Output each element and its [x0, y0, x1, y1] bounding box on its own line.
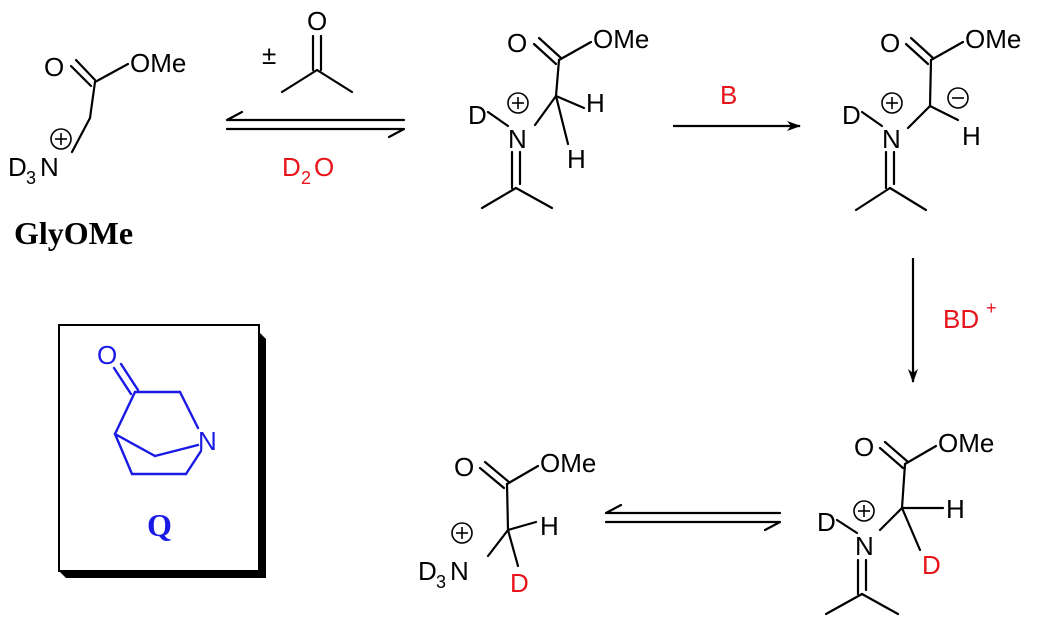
svg-text:D: D	[842, 100, 861, 130]
svg-text:H: H	[962, 121, 981, 151]
glyome-structure: O OMe D 3 N GlyOMe	[8, 48, 186, 251]
svg-text:D: D	[510, 568, 529, 598]
svg-text:D: D	[922, 550, 941, 580]
svg-text:O: O	[880, 28, 900, 58]
svg-text:2: 2	[301, 168, 311, 188]
svg-text:H: H	[946, 494, 965, 524]
svg-text:O: O	[507, 28, 527, 58]
compound-label-q: Q	[147, 507, 172, 543]
minus-charge	[947, 87, 969, 109]
svg-text:O: O	[454, 452, 474, 482]
svg-text:H: H	[567, 144, 586, 174]
atom-n: N	[40, 152, 59, 182]
svg-text:+: +	[986, 298, 997, 318]
deuterated-glyome-structure: O OMe H D D 3 N	[418, 448, 596, 598]
svg-text:N: N	[855, 531, 874, 561]
equilibrium-arrow-2	[604, 503, 782, 532]
ome-group: OMe	[540, 448, 596, 478]
svg-text:3: 3	[26, 168, 36, 188]
plus-minus-sign: ±	[262, 40, 276, 70]
equilibrium-arrow-1: ± O D 2 O	[225, 6, 406, 188]
svg-text:O: O	[307, 6, 327, 36]
svg-text:H: H	[586, 88, 605, 118]
svg-text:3: 3	[436, 572, 446, 592]
ome-group: OMe	[130, 48, 186, 78]
svg-text:O: O	[854, 432, 874, 462]
catalyst-q-box: O N Q	[58, 324, 266, 578]
acetone: O	[280, 6, 354, 94]
deuterated-iminium-structure: O OMe H D N D	[817, 428, 994, 616]
plus-charge	[507, 92, 529, 114]
ome-group: OMe	[965, 24, 1021, 54]
svg-text:H: H	[540, 511, 559, 541]
svg-text:N: N	[508, 124, 527, 154]
reagent-d2o-d: D	[282, 152, 301, 182]
svg-text:N: N	[882, 124, 901, 154]
iminium-1-structure: O OMe H H N D	[468, 24, 649, 210]
deuteration-arrow: BD +	[908, 258, 997, 383]
reagent-base: B	[720, 80, 737, 110]
reagent-bd: BD	[943, 304, 979, 334]
svg-text:D: D	[817, 507, 836, 537]
ylide-structure: O OMe H N D	[842, 24, 1021, 212]
svg-text:O: O	[314, 152, 334, 182]
compound-label-glyome: GlyOMe	[14, 215, 133, 251]
plus-charge	[50, 128, 72, 150]
deprotonation-arrow: B	[673, 80, 801, 131]
atom-d3: D	[8, 152, 27, 182]
plus-charge	[451, 522, 473, 544]
ome-group: OMe	[593, 24, 649, 54]
ome-group: OMe	[938, 428, 994, 458]
atom-o: O	[44, 52, 64, 82]
svg-text:O: O	[97, 340, 117, 370]
svg-text:D: D	[418, 556, 437, 586]
quinuclidinone-structure: O N	[97, 340, 217, 476]
svg-text:D: D	[468, 100, 487, 130]
svg-text:N: N	[198, 426, 217, 456]
svg-text:N: N	[450, 556, 469, 586]
plus-charge	[881, 92, 903, 114]
plus-charge	[853, 500, 875, 522]
